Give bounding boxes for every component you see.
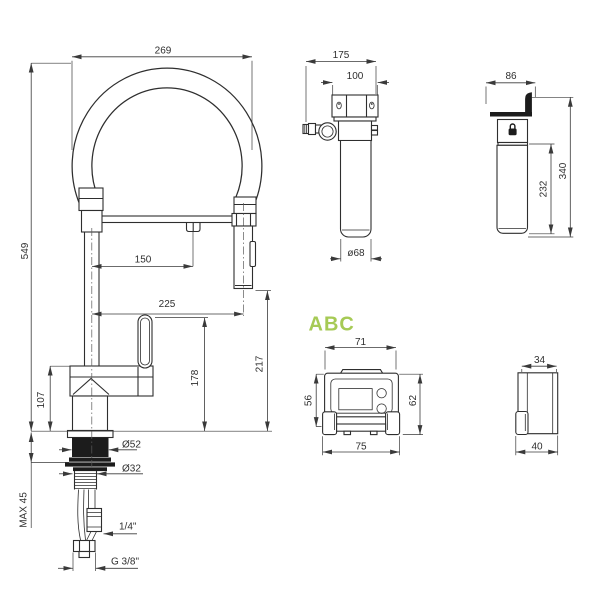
side-profile-inner-walls <box>526 372 554 434</box>
hose-left <box>77 489 86 541</box>
dim-head-height: 217 <box>255 355 266 372</box>
bottom-tab-left <box>343 430 352 436</box>
cartridge-body <box>496 144 529 234</box>
head-connector-lines <box>235 213 252 226</box>
valve-knob <box>318 122 337 141</box>
filter-body <box>339 139 372 238</box>
dim-supply-connection: G 3/8" <box>111 557 139 568</box>
outlet-tab-lower <box>370 129 379 136</box>
spout-bar <box>100 215 234 224</box>
body-column <box>71 395 109 432</box>
bracket-plate <box>490 112 532 117</box>
button-lower <box>376 403 387 414</box>
dim-filter-head-width: 100 <box>347 71 364 82</box>
dim-hose-connection: 1/4" <box>119 522 137 533</box>
box-outer <box>324 372 399 418</box>
body-chevron <box>72 377 110 395</box>
connector-bands <box>87 512 102 528</box>
ext-supply-connection <box>72 552 96 571</box>
control-box-front-view: 71 56 62 75 <box>304 337 423 456</box>
dim-filter-overall-width: 175 <box>333 50 350 61</box>
keyhole-icon <box>369 101 375 110</box>
head-sleeve <box>233 196 257 215</box>
box-top-tab <box>340 369 384 374</box>
dim-box-top-width: 71 <box>355 337 367 348</box>
quarter-inch-connector <box>86 507 103 533</box>
body-block <box>69 365 154 397</box>
outlet-tab-upper <box>370 124 379 131</box>
ext-filter-head <box>332 85 378 95</box>
dim-spout-width: 269 <box>155 46 172 57</box>
filter-head-dividers <box>345 95 368 117</box>
threaded-shank <box>73 471 98 490</box>
dim-box-base-width: 75 <box>355 441 367 452</box>
dim-spout-reach: 225 <box>159 299 176 310</box>
head-connector <box>231 212 257 227</box>
padlock-icon <box>508 123 517 136</box>
button-upper <box>376 388 387 399</box>
dim-hose-drop: 150 <box>135 255 152 266</box>
mounting-block <box>72 437 109 457</box>
dim-cartridge-total-height: 340 <box>558 162 569 179</box>
dim-handle-height: 178 <box>190 369 201 386</box>
display-screen <box>338 388 373 411</box>
dim-side-top-depth: 34 <box>534 355 546 366</box>
ext-filter-diameter <box>340 239 372 262</box>
box-front-panel <box>330 378 393 414</box>
spray-button <box>249 240 257 268</box>
dim-shank-diameter: Ø32 <box>122 464 141 475</box>
foot-left <box>322 411 338 436</box>
valve-fitting-end <box>302 123 310 135</box>
flange-ring-3 <box>73 467 107 472</box>
supply-nut-facets <box>78 540 91 552</box>
dim-cartridge-body-height: 232 <box>539 180 550 197</box>
watermark-logo: ABC <box>309 314 355 336</box>
ext-cartridge-depth <box>485 86 536 104</box>
dim-body-height: 107 <box>36 391 47 408</box>
handle-lever-inner <box>140 317 150 366</box>
supply-nut <box>72 539 96 553</box>
valve-fitting-lines <box>304 124 307 134</box>
flange-ring-2 <box>65 462 115 467</box>
control-box-side-view: 34 40 <box>515 355 559 456</box>
keyhole-icon <box>336 101 342 110</box>
faucet-front-view: 269 549 MAX 45 107 150 225 178 217 Ø52 Ø… <box>19 46 272 571</box>
supply-nipple <box>78 550 91 559</box>
dim-filter-diameter: ø68 <box>347 248 365 259</box>
riser-tube <box>83 232 100 366</box>
bracket-wall <box>525 92 532 113</box>
foot-inner-lines <box>334 413 388 430</box>
dim-cartridge-depth: 86 <box>505 71 517 82</box>
hose-right <box>88 489 96 509</box>
hose-right-lower <box>86 531 97 541</box>
ext-side-top-depth <box>521 369 557 372</box>
foot-right <box>385 411 401 436</box>
side-foot <box>515 410 529 436</box>
filter-head-plate <box>333 116 377 122</box>
left-sleeve-upper <box>78 187 104 212</box>
filter-head <box>331 94 379 118</box>
valve-nut <box>307 122 317 136</box>
dim-max-counter: MAX 45 <box>19 492 30 528</box>
box-bottom-strip <box>336 423 387 432</box>
thread-lines <box>75 473 96 489</box>
spout-arc-tube <box>72 68 262 205</box>
dim-box-total-height: 62 <box>408 395 419 407</box>
flange-ring-1 <box>69 457 111 462</box>
ext-spout-width <box>71 60 253 150</box>
dim-box-body-height: 56 <box>304 395 315 407</box>
side-profile-outline <box>517 372 559 435</box>
dim-side-base-depth: 40 <box>531 441 543 452</box>
filter-cartridge-view: 86 340 232 <box>485 71 574 238</box>
dim-total-height: 549 <box>20 242 31 259</box>
bottom-tab-right <box>369 430 378 436</box>
ext-box-top-width <box>324 350 397 370</box>
filter-unit-view: 175 100 ø68 <box>302 50 389 262</box>
ext-filter-overall <box>305 66 377 122</box>
filter-neck <box>337 120 373 142</box>
hose-clip <box>185 222 201 233</box>
dim-base-diameter: Ø52 <box>122 440 141 451</box>
